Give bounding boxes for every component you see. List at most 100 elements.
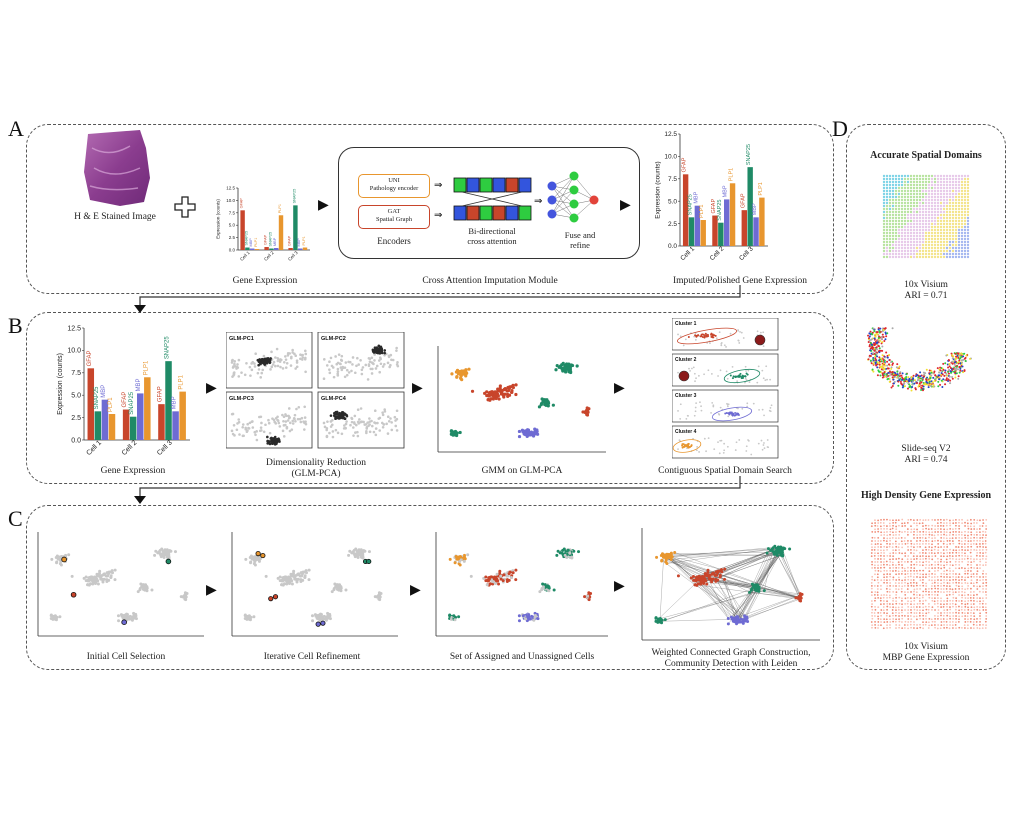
mbp-spot bbox=[883, 527, 885, 530]
cluster-panel-title: Cluster 4 bbox=[675, 429, 697, 435]
slideseq-bead bbox=[876, 355, 879, 358]
data-point bbox=[507, 572, 511, 576]
mbp-spot bbox=[943, 531, 946, 533]
mbp-spot bbox=[891, 561, 894, 564]
visium-spot bbox=[900, 255, 904, 259]
mbp-spot bbox=[901, 518, 904, 521]
cluster-bg-point bbox=[677, 410, 679, 412]
visium-spot bbox=[933, 234, 937, 238]
cluster-bg-point bbox=[726, 445, 729, 448]
mbp-spot bbox=[943, 581, 945, 584]
y-axis-label: Expression (counts) bbox=[655, 161, 662, 218]
visium-spot bbox=[894, 180, 898, 184]
cluster-point bbox=[729, 374, 732, 377]
data-point bbox=[577, 550, 581, 554]
visium-spot bbox=[966, 237, 970, 241]
data-point bbox=[248, 618, 252, 622]
slideseq-bead bbox=[878, 347, 881, 350]
data-point bbox=[449, 429, 454, 433]
slideseq-bead bbox=[936, 367, 939, 370]
mbp-spot bbox=[913, 522, 916, 524]
arrow-c3: ▶ bbox=[614, 579, 625, 594]
visium-spot bbox=[966, 216, 970, 220]
mbp-spot bbox=[955, 524, 957, 527]
mbp-spot bbox=[982, 582, 985, 585]
visium-spot bbox=[888, 225, 892, 229]
graph-edge bbox=[775, 551, 801, 598]
cluster-point bbox=[727, 412, 730, 415]
mbp-spot bbox=[888, 522, 891, 525]
data-point bbox=[499, 389, 503, 393]
mbp-spot bbox=[943, 560, 946, 563]
visium-spot bbox=[900, 222, 904, 226]
mbp-spot bbox=[897, 561, 900, 563]
mbp-spot bbox=[919, 558, 922, 561]
visium-spot bbox=[900, 195, 904, 199]
slideseq-bead bbox=[882, 335, 885, 338]
data-point bbox=[244, 557, 248, 561]
visium-spot bbox=[912, 222, 916, 226]
data-point bbox=[493, 577, 497, 581]
data-point bbox=[117, 619, 121, 623]
data-point bbox=[797, 595, 801, 599]
mbp-spot bbox=[964, 572, 967, 575]
slideseq-bead bbox=[879, 374, 882, 377]
pc-point bbox=[260, 371, 264, 375]
visium-spot bbox=[888, 228, 892, 232]
visium-spot bbox=[939, 204, 943, 208]
slideseq-bead bbox=[903, 382, 906, 385]
visium-spot bbox=[960, 177, 964, 181]
pc-point bbox=[336, 361, 340, 365]
graph-edge bbox=[695, 584, 801, 600]
fuse-line2: refine bbox=[570, 240, 590, 251]
visium-spot bbox=[930, 192, 934, 196]
mbp-spot bbox=[879, 570, 882, 573]
mbp-spot bbox=[880, 546, 882, 548]
visium-spot bbox=[966, 243, 970, 247]
cluster-bg-point bbox=[700, 409, 703, 412]
visium-spot bbox=[912, 207, 916, 211]
pc-point bbox=[250, 368, 254, 372]
data-point bbox=[307, 578, 311, 582]
cluster-bg-point bbox=[762, 331, 765, 334]
graph-edge bbox=[780, 550, 801, 598]
mbp-spot bbox=[937, 518, 939, 521]
mbp-spot bbox=[925, 555, 928, 558]
mbp-spot bbox=[985, 528, 988, 530]
data-point bbox=[150, 588, 154, 592]
data-point bbox=[347, 553, 351, 557]
visium-spot bbox=[954, 192, 958, 196]
visium-spot bbox=[954, 219, 958, 223]
mbp-spot bbox=[949, 570, 951, 572]
data-point bbox=[464, 374, 468, 378]
pc-point bbox=[290, 428, 294, 431]
pc-point-highlight bbox=[340, 411, 344, 414]
visium-spot bbox=[954, 246, 958, 250]
mbp-spot bbox=[957, 585, 960, 588]
data-point bbox=[92, 580, 96, 584]
data-point bbox=[526, 616, 530, 620]
visium-spot bbox=[936, 249, 940, 253]
pc-point bbox=[355, 364, 358, 368]
slideseq-bead bbox=[948, 368, 951, 371]
slideseq-bead bbox=[924, 372, 927, 375]
y-tick-label: 12.5 bbox=[226, 186, 235, 191]
pc-point-highlight bbox=[383, 349, 387, 352]
visium-spot bbox=[903, 180, 907, 184]
pc-panel-title: GLM-PC3 bbox=[229, 396, 254, 402]
mbp-spot bbox=[943, 533, 945, 536]
mbp-spot bbox=[955, 522, 957, 524]
mbp-spot bbox=[883, 573, 885, 576]
mbp-spot bbox=[874, 546, 876, 549]
visium-spot bbox=[966, 219, 970, 223]
visium-spot bbox=[924, 243, 928, 247]
imputed-label: Imputed/Polished Gene Expression bbox=[672, 276, 808, 286]
mbp-spot bbox=[940, 582, 943, 585]
visium-spot bbox=[939, 225, 943, 229]
visium-spot bbox=[954, 213, 958, 217]
nn-node bbox=[569, 185, 579, 195]
visium-spot bbox=[924, 201, 928, 205]
visium-spot bbox=[912, 246, 916, 250]
pc-point bbox=[329, 425, 333, 428]
visium-spot bbox=[921, 243, 925, 247]
